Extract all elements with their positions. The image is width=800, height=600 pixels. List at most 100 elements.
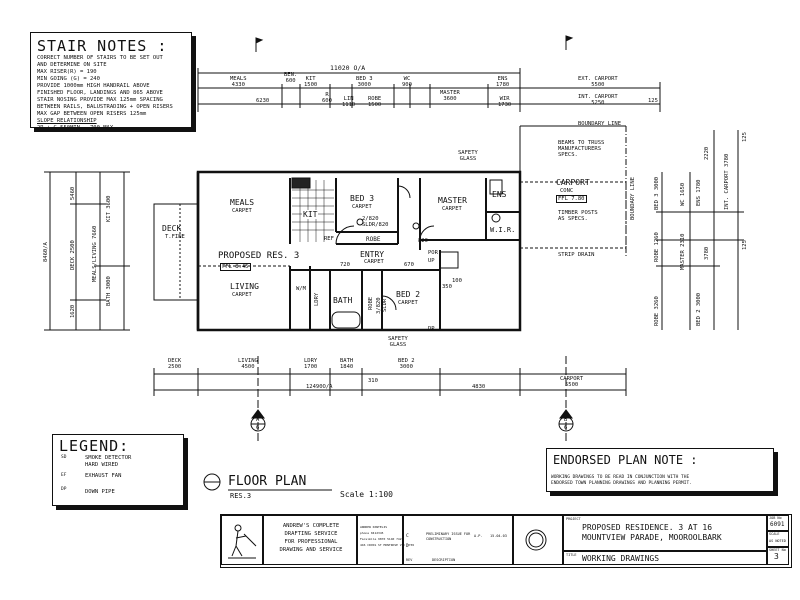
- label-entry: ENTRY: [360, 250, 385, 259]
- endorsed-text: WORKING DRAWINGS TO BE READ IN CONJUNCTI…: [551, 475, 692, 486]
- section-b-letter: B: [564, 417, 568, 423]
- label-bed3-sub: CARPET: [352, 204, 372, 210]
- bdim-living-name: LIVING: [238, 358, 258, 364]
- dim-125: 125: [648, 98, 658, 104]
- tb-contact-cell: ANDREW PANTELIS phone 0412345 Facsimile …: [357, 515, 414, 565]
- dim-r-name: R: [325, 92, 329, 98]
- dim-ext-carport-val: 5500: [591, 82, 605, 88]
- bdim-ldry-val: 1700: [304, 364, 318, 370]
- label-deck-sub: T.FINE: [165, 234, 185, 240]
- endorsed-title: ENDORSED PLAN NOTE :: [553, 453, 698, 467]
- dim-wc-val: 900: [402, 82, 412, 88]
- tb-logo-cell: [221, 515, 263, 565]
- dim-lin-name: LIN: [343, 96, 354, 102]
- dim-int-carport-name: INT. CARPORT: [578, 94, 618, 100]
- floor-plan-scale: Scale 1:100: [340, 490, 393, 499]
- label-carport-sub: CONC: [560, 188, 574, 194]
- bdim-overall: 12490O/A: [306, 384, 333, 390]
- section-a-letter: A: [256, 417, 260, 423]
- label-timber-note: TIMBER POSTS AS SPECS.: [558, 210, 598, 222]
- dim-ben-val: 600: [285, 78, 296, 84]
- tb-rev-col: REV: [406, 558, 413, 562]
- tb-contact: ANDREW PANTELIS phone 0412345 Facsimile …: [360, 525, 415, 547]
- stair-note-line: BETWEEN RAILS, BALUSTRADING + OPEN RISER…: [37, 104, 173, 110]
- dim-lin-val: 1110: [342, 102, 356, 108]
- right-dim-9: 125: [742, 240, 748, 250]
- dim-wir-name: WIR: [499, 96, 510, 102]
- tb-sheet-label: SHEET No: [769, 548, 786, 552]
- label-dim-350: 350: [442, 284, 452, 290]
- tb-sheet-cell: SHEET No 3: [767, 547, 789, 565]
- bdim-carport-val: 5500: [564, 382, 579, 388]
- legend-fan-text: EXHAUST FAN: [85, 473, 122, 479]
- tb-rev-cell: C D PRELIMINARY ISSUE FOR CONSTRUCTION A…: [403, 515, 513, 565]
- dim-kit-name: KIT: [305, 76, 316, 82]
- right-dim-2: ENS 1780: [696, 179, 702, 207]
- tb-title: WORKING DRAWINGS: [582, 554, 660, 563]
- right-dim-1: WC 1650: [680, 182, 686, 206]
- tb-title-cell: TITLE WORKING DRAWINGS: [563, 551, 767, 565]
- label-robe2: ROBE: [368, 296, 374, 310]
- dim-meals-val: 4330: [231, 82, 245, 88]
- label-bed2-sub: CARPET: [398, 300, 418, 306]
- label-bath: BATH: [332, 296, 354, 305]
- label-carport-ffl: FFL 7.80: [556, 195, 587, 203]
- tb-company: ANDREW'S COMPLETE DRAFTING SERVICE FOR P…: [279, 523, 343, 553]
- stair-note-line: AND DETERMINE ON SITE: [37, 62, 107, 68]
- tb-project: PROPOSED RESIDENCE. 3 AT 16 MOUNTVIEW PA…: [582, 523, 722, 542]
- seal-icon: [525, 529, 547, 551]
- label-ens: ENS: [492, 190, 507, 199]
- stair-note-line: 2R + G 550MIN - 700 MAX: [37, 125, 114, 131]
- right-dim-10: ROBE 3260: [654, 296, 660, 326]
- label-living-sub: CARPET: [232, 292, 252, 298]
- tb-rev-text: PRELIMINARY ISSUE FOR CONSTRUCTION: [426, 532, 471, 541]
- tb-scale-label: SCALE: [769, 532, 780, 536]
- right-dim-11: BED 2 3000: [696, 292, 702, 326]
- legend-dp-text: DOWN PIPE: [85, 489, 115, 495]
- left-dim-4: KIT 3600: [106, 195, 112, 223]
- bdim-ldry-name: LDRY: [304, 358, 318, 364]
- dim-ens-name: ENS: [497, 76, 508, 82]
- label-dim-100: 100: [452, 278, 462, 284]
- right-dim-3: ROBE 1260: [654, 232, 660, 262]
- right-dim-4: MASTER 2310: [680, 233, 686, 270]
- right-dim-5: INT. CARPORT 3780: [724, 153, 730, 210]
- stair-notes-box: STAIR NOTES : CORRECT NUMBER OF STAIRS T…: [30, 32, 192, 131]
- stair-note-line: STAIR NOSING PROVIDE MAX 125mm SPACING: [37, 97, 163, 103]
- bdim-living-val: 4500: [241, 364, 255, 370]
- tb-rev-date: 15.04.03: [490, 534, 507, 538]
- dim-r-val: 600: [322, 98, 332, 104]
- tb-job: 6091: [770, 521, 785, 528]
- tb-project-cell: PROJECT PROPOSED RESIDENCE. 3 AT 16 MOUN…: [563, 515, 767, 551]
- stair-note-line: PROVIDE 1000mm HIGH HANDRAIL ABOVE: [37, 83, 150, 89]
- dim-wir-val: 1730: [498, 102, 512, 108]
- tb-rev-b: D: [406, 544, 409, 549]
- label-safety-glass-bottom: SAFETY GLASS: [388, 336, 408, 348]
- label-robe: ROBE: [366, 236, 381, 243]
- label-master: MASTER: [438, 196, 467, 205]
- down-pipe-icon: DP: [61, 487, 67, 492]
- bdim-deck-val: 2500: [168, 364, 182, 370]
- section-a-num: 6: [256, 425, 260, 431]
- right-dim-7: 125: [742, 132, 748, 142]
- label-d720: 720: [340, 262, 350, 268]
- dim-ext-carport-name: EXT. CARPORT: [578, 76, 618, 82]
- label-meals: MEALS: [230, 198, 255, 207]
- legend-box: LEGEND: SD SMOKE DETECTOR HARD WIRED EF …: [52, 434, 184, 506]
- label-ffl: FFL 8.45: [220, 263, 251, 271]
- dim-meals-name: MEALS: [230, 76, 247, 82]
- dim-6230: 6230: [256, 98, 270, 104]
- label-d820: 820: [418, 238, 428, 244]
- label-deck: DECK: [162, 224, 182, 233]
